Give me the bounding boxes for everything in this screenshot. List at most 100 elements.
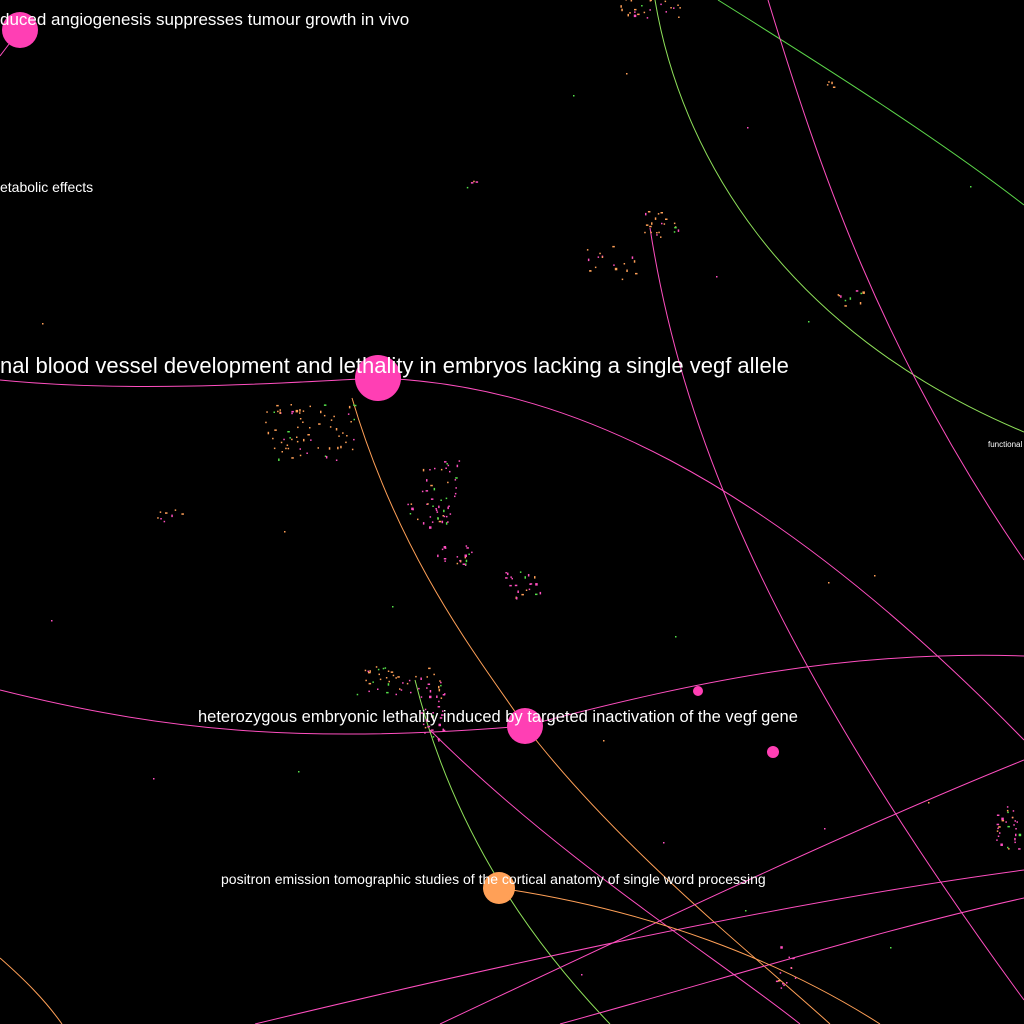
edge-pink-long-2 xyxy=(254,869,1024,1024)
document-dot xyxy=(528,588,531,591)
document-dot xyxy=(426,687,428,689)
edge-orange-hetero-down xyxy=(524,725,831,1024)
label-angiogenesis[interactable]: duced angiogenesis suppresses tumour gro… xyxy=(0,10,409,29)
document-dot xyxy=(745,910,747,912)
document-dot xyxy=(345,441,347,444)
document-dot xyxy=(441,548,444,551)
document-dot xyxy=(1006,809,1009,812)
document-dot xyxy=(677,229,680,232)
document-dot xyxy=(426,503,428,505)
edge-green-right xyxy=(654,0,1024,433)
document-dot xyxy=(1014,837,1016,841)
document-dot xyxy=(436,695,438,698)
document-dot xyxy=(310,439,312,441)
document-dot xyxy=(350,421,352,423)
document-dot xyxy=(783,984,785,987)
document-dot xyxy=(410,691,412,694)
document-dot xyxy=(353,418,355,421)
document-dot xyxy=(420,677,422,680)
document-dot xyxy=(442,515,444,517)
document-dot xyxy=(527,574,530,577)
document-dot xyxy=(627,13,629,17)
document-dot xyxy=(422,468,425,472)
document-dot xyxy=(296,440,299,443)
document-dot xyxy=(378,673,380,676)
label-metabolic[interactable]: etabolic effects xyxy=(0,179,93,195)
edge-pink-long-3 xyxy=(559,897,1024,1024)
document-dot xyxy=(174,509,177,511)
document-dot xyxy=(775,980,779,983)
document-dot xyxy=(665,218,668,220)
node-small-b[interactable] xyxy=(767,746,779,758)
document-dot xyxy=(613,264,615,266)
document-dot xyxy=(340,445,342,449)
edge-green-top xyxy=(717,0,1024,206)
node-vessel[interactable] xyxy=(355,355,401,401)
document-dot xyxy=(525,589,528,591)
node-small-a[interactable] xyxy=(693,686,703,696)
document-dot xyxy=(454,492,457,495)
document-dot xyxy=(318,423,321,425)
edge-pink-vessel-right xyxy=(377,377,1024,741)
document-dot xyxy=(623,263,626,265)
document-dot xyxy=(794,977,797,979)
document-dot xyxy=(859,302,862,305)
document-dot xyxy=(862,291,865,294)
node-heterozygous[interactable] xyxy=(507,708,543,744)
document-dot xyxy=(422,522,425,525)
document-dot xyxy=(455,477,458,479)
document-dot xyxy=(447,464,450,467)
edge-pink-hetero-right xyxy=(524,654,1024,727)
document-dot xyxy=(445,522,448,525)
document-dot xyxy=(437,554,439,558)
document-dot xyxy=(424,726,427,729)
document-dot xyxy=(466,186,469,189)
document-dot xyxy=(599,252,601,255)
document-dot xyxy=(163,520,166,523)
document-dot xyxy=(650,0,652,2)
document-dot xyxy=(425,719,428,722)
document-dot xyxy=(442,728,444,732)
label-positron[interactable]: positron emission tomographic studies of… xyxy=(221,871,766,887)
document-dot xyxy=(657,213,660,215)
edge-orange-positron xyxy=(498,887,881,1024)
document-dot xyxy=(418,687,420,690)
document-dot xyxy=(410,503,413,505)
document-dot xyxy=(1007,825,1010,828)
document-dot xyxy=(287,431,290,433)
document-dot xyxy=(400,689,403,691)
document-dot xyxy=(438,520,442,523)
document-dot xyxy=(1014,841,1016,844)
document-dot xyxy=(1013,824,1015,826)
document-dot xyxy=(782,983,784,985)
document-dot xyxy=(890,947,892,949)
document-dot xyxy=(325,456,328,459)
label-vessel[interactable]: nal blood vessel development and lethali… xyxy=(0,353,789,378)
document-dot xyxy=(1000,843,1003,846)
document-dot xyxy=(299,409,301,412)
node-angiogenesis[interactable] xyxy=(2,12,38,48)
document-dot xyxy=(535,593,538,596)
document-dot xyxy=(454,495,456,498)
document-dot xyxy=(660,236,662,238)
document-dot xyxy=(440,499,442,501)
document-dot xyxy=(663,223,666,225)
label-functional[interactable]: functional a xyxy=(988,440,1024,449)
document-dot xyxy=(417,518,419,521)
edge-pink-hetero-left xyxy=(0,689,526,735)
document-dot xyxy=(367,670,369,673)
document-dot xyxy=(426,479,428,482)
document-dot xyxy=(660,3,662,6)
document-dot xyxy=(298,771,300,773)
document-dot xyxy=(470,182,474,184)
document-dot xyxy=(425,490,429,492)
document-dot xyxy=(443,546,447,549)
document-dot xyxy=(458,460,461,462)
document-dot xyxy=(284,531,286,533)
document-dot xyxy=(651,222,653,225)
label-heterozygous[interactable]: heterozygous embryonic lethality induced… xyxy=(198,708,798,726)
document-dot xyxy=(368,690,370,693)
node-positron[interactable] xyxy=(483,872,515,904)
document-dot xyxy=(1008,848,1010,850)
